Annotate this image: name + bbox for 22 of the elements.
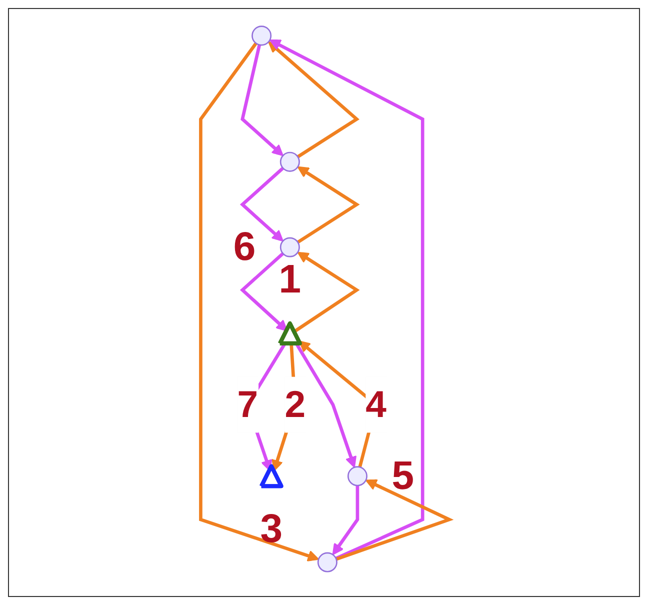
node-label: 5 xyxy=(392,454,414,498)
arrow xyxy=(296,342,357,468)
node-circle xyxy=(280,236,300,257)
arrow xyxy=(240,44,284,156)
arrow xyxy=(199,42,320,561)
node-circle xyxy=(252,25,272,46)
edge-label: 2 xyxy=(285,382,306,424)
arrow xyxy=(297,166,360,244)
arrow xyxy=(240,252,288,331)
node-circle xyxy=(348,466,368,486)
node-circle xyxy=(318,552,338,572)
node-label: 3 xyxy=(260,507,283,552)
arrow xyxy=(240,166,284,242)
arrow xyxy=(336,478,454,560)
arrow xyxy=(268,40,360,158)
node-label: 6 xyxy=(234,224,256,269)
node-circle xyxy=(280,151,300,172)
arrow xyxy=(332,485,360,555)
node-label: 1 xyxy=(279,257,302,302)
edge-label: 7 xyxy=(238,382,258,424)
edge-label: 4 xyxy=(366,382,387,424)
arrow xyxy=(294,251,360,332)
